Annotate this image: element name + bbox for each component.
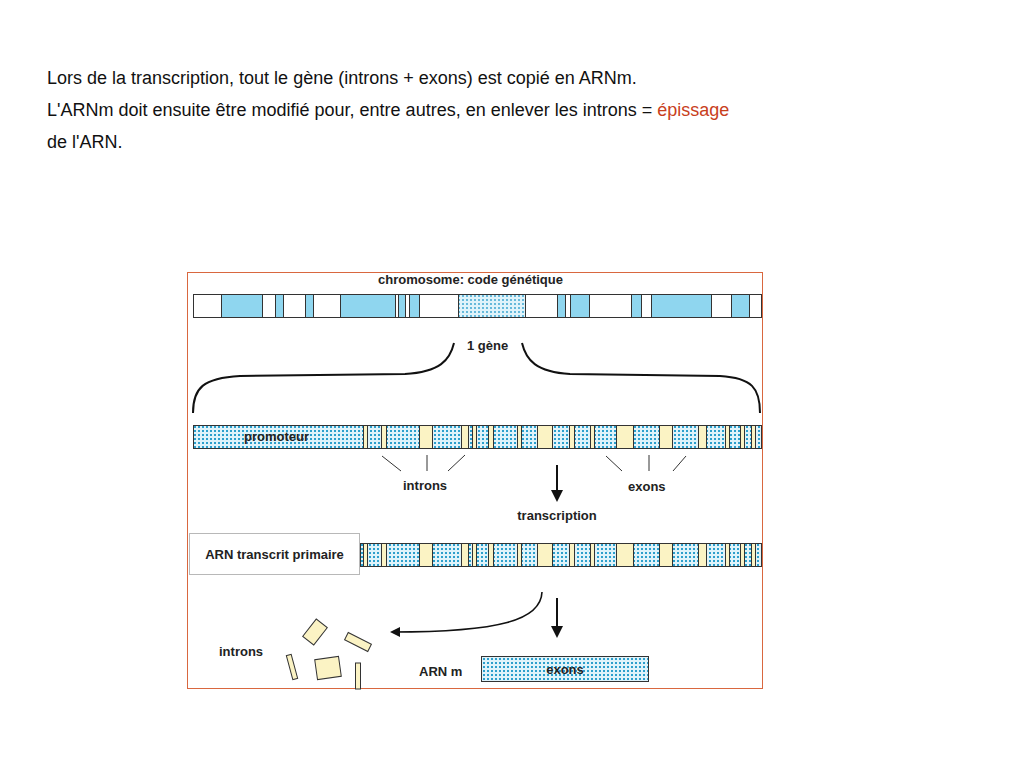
transcript-label-box: ARN transcrit primaire	[189, 533, 360, 575]
introns-label: introns	[219, 644, 263, 660]
splice-arrow	[392, 592, 542, 632]
intron-segment	[699, 544, 707, 567]
intron-segment	[538, 426, 553, 449]
transcript-label: ARN transcrit primaire	[205, 547, 344, 562]
intron-segment	[660, 544, 673, 567]
gene-bar: promoteur	[193, 425, 762, 449]
chromosome-segment	[732, 295, 750, 318]
intron-segment	[617, 544, 634, 567]
primary-transcript: ARN transcrit primaire	[189, 533, 762, 575]
chromosome-bar	[193, 294, 762, 318]
exons-label: exons	[628, 479, 666, 495]
chromosome-segment	[558, 295, 566, 318]
intron-segment	[518, 544, 522, 567]
intron-segment	[591, 544, 595, 567]
intron-segment	[489, 426, 494, 449]
intron-segment	[752, 544, 756, 567]
intron-segment	[364, 426, 368, 449]
intron-segment	[462, 426, 469, 449]
intron-segment	[752, 426, 756, 449]
intron-segment	[518, 426, 522, 449]
intron-segment	[660, 426, 673, 449]
chromosome-segment	[341, 295, 396, 318]
introns-label: introns	[403, 478, 447, 494]
intron-pieces	[286, 619, 371, 689]
process-arrow	[556, 598, 558, 636]
slide-text-line: de l'ARN.	[47, 126, 1007, 158]
intron-segment	[741, 544, 745, 567]
bar-outline	[194, 426, 762, 449]
chromosome-segment	[652, 295, 712, 318]
intron-segment	[420, 426, 433, 449]
intron-segment	[726, 544, 730, 567]
intron-segment	[420, 544, 433, 567]
intron-segment	[538, 544, 553, 567]
intron-segment	[617, 426, 634, 449]
figure-frame	[188, 273, 763, 689]
intron-segment	[570, 426, 575, 449]
intron-segment	[473, 544, 477, 567]
intron-leaders	[382, 455, 465, 471]
intron-segment	[462, 544, 469, 567]
chromosome-segment	[399, 295, 406, 318]
intron-segment	[489, 544, 494, 567]
gene-segment	[459, 295, 526, 318]
chromosome-segment	[222, 295, 263, 318]
edge-label: transcription	[517, 508, 596, 524]
gene-brace-right	[522, 343, 760, 413]
intron-segment	[382, 426, 387, 449]
mrna-bar: exons	[481, 656, 649, 682]
exon-leaders	[606, 455, 686, 471]
slide-text-line: L'ARNm doit ensuite être modifié pour, e…	[47, 94, 1007, 126]
mrna-label: ARN m	[419, 664, 462, 680]
chromosome-segment	[306, 295, 314, 318]
primary-transcript-bar	[360, 543, 762, 567]
mrna-exons-label: exons	[546, 662, 584, 677]
chromosome-bar: chromosome: code génétique	[193, 272, 762, 318]
chromosome-segment	[410, 295, 420, 318]
slide-text-line: Lors de la transcription, tout le gène (…	[47, 62, 1007, 94]
keyword-highlight: épissage	[657, 100, 729, 120]
intron-segment	[364, 544, 368, 567]
slide-text-block: Lors de la transcription, tout le gène (…	[47, 62, 1007, 158]
intron-segment	[699, 426, 707, 449]
gene-brace-left	[193, 343, 454, 413]
chromosome-title: chromosome: code génétique	[193, 272, 762, 288]
intron-segment	[570, 544, 575, 567]
chromosome-segment	[571, 295, 590, 318]
chromosome-segment	[632, 295, 642, 318]
bar-outline	[361, 544, 762, 567]
chromosome-bg	[194, 295, 762, 318]
gene-label: 1 gène	[467, 338, 508, 354]
slide-text-part: L'ARNm doit ensuite être modifié pour, e…	[47, 100, 652, 120]
intron-segment	[382, 544, 387, 567]
intron-segment	[726, 426, 730, 449]
intron-segment	[473, 426, 477, 449]
chromosome-outline	[194, 295, 762, 318]
promoter-label: promoteur	[193, 425, 360, 449]
intron-segment	[591, 426, 595, 449]
intron-exon-bar	[360, 543, 762, 567]
chromosome-segment	[276, 295, 284, 318]
intron-segment	[741, 426, 745, 449]
process-arrow	[556, 465, 558, 500]
